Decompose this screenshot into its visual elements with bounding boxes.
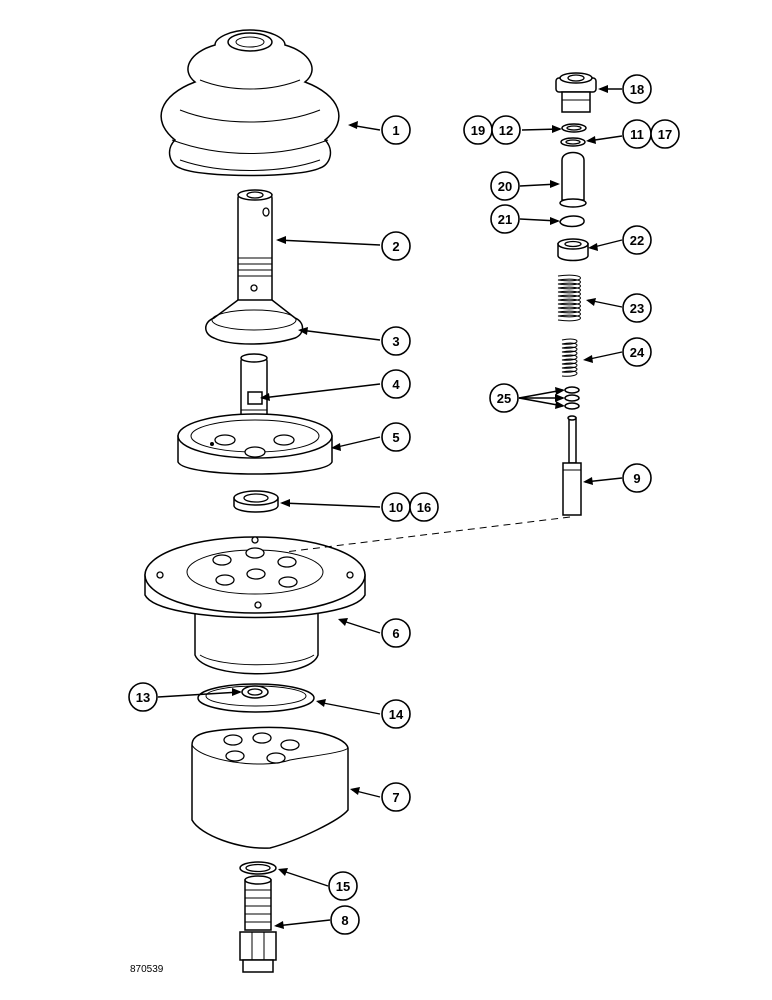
svg-text:17: 17 — [658, 127, 672, 142]
part-spool-9 — [562, 415, 582, 516]
part-housing-flange — [144, 536, 366, 675]
svg-text:8: 8 — [341, 913, 348, 928]
svg-text:13: 13 — [136, 690, 150, 705]
callout-6: 6 — [381, 618, 411, 648]
svg-text:21: 21 — [498, 212, 512, 227]
svg-text:7: 7 — [392, 790, 399, 805]
svg-text:12: 12 — [499, 123, 513, 138]
callout-1: 1 — [381, 115, 411, 145]
part-adapter-fitting — [239, 875, 277, 973]
leader-lines — [157, 85, 623, 929]
part-oring-13 — [241, 685, 269, 699]
svg-text:15: 15 — [336, 879, 350, 894]
callout-25: 25 — [489, 383, 519, 413]
part-oring-15 — [239, 861, 277, 875]
callout-10: 10 — [381, 492, 411, 522]
svg-text:25: 25 — [497, 391, 511, 406]
part-seal-washer — [233, 490, 279, 513]
callout-2: 2 — [381, 231, 411, 261]
part-pin-20 — [559, 151, 587, 208]
callout-5: 5 — [381, 422, 411, 452]
part-boot — [160, 29, 340, 177]
part-retainer-plate — [177, 413, 333, 475]
svg-text:5: 5 — [392, 430, 399, 445]
callout-24: 24 — [622, 337, 652, 367]
svg-text:1: 1 — [392, 123, 399, 138]
part-bushing-22 — [557, 238, 589, 262]
svg-text:22: 22 — [630, 233, 644, 248]
part-ring-19-12 — [561, 123, 587, 133]
callout-21: 21 — [490, 204, 520, 234]
svg-text:3: 3 — [392, 334, 399, 349]
figure-number: 870539 — [130, 964, 164, 975]
part-cap-18 — [555, 72, 597, 113]
callout-9: 9 — [622, 463, 652, 493]
svg-text:18: 18 — [630, 82, 644, 97]
callout-7: 7 — [381, 782, 411, 812]
svg-text:23: 23 — [630, 301, 644, 316]
part-washers-25 — [564, 386, 580, 410]
callout-23: 23 — [622, 293, 652, 323]
part-clip-21 — [559, 215, 585, 228]
assembly-line — [284, 516, 571, 553]
svg-text:11: 11 — [630, 127, 644, 142]
part-lever-shaft — [237, 189, 273, 306]
callout-14: 14 — [381, 699, 411, 729]
callout-8: 8 — [330, 905, 360, 935]
callout-13: 13 — [128, 682, 158, 712]
part-cone-plate — [205, 299, 304, 345]
svg-text:4: 4 — [392, 377, 400, 392]
callout-17: 17 — [650, 119, 680, 149]
part-ring-11-17 — [560, 137, 586, 147]
callout-4: 4 — [381, 369, 411, 399]
callout-20: 20 — [490, 171, 520, 201]
svg-text:16: 16 — [417, 500, 431, 515]
part-valve-body — [191, 726, 349, 849]
callout-19: 19 — [463, 115, 493, 145]
callout-18: 18 — [622, 74, 652, 104]
svg-text:20: 20 — [498, 179, 512, 194]
svg-text:10: 10 — [389, 500, 403, 515]
svg-text:6: 6 — [392, 626, 399, 641]
callout-15: 15 — [328, 871, 358, 901]
callout-16: 16 — [409, 492, 439, 522]
svg-text:19: 19 — [471, 123, 485, 138]
callout-11: 11 — [622, 119, 652, 149]
callout-12: 12 — [491, 115, 521, 145]
callout-22: 22 — [622, 225, 652, 255]
svg-text:24: 24 — [630, 345, 645, 360]
part-spring-24 — [561, 338, 578, 377]
part-spring-23 — [557, 274, 581, 322]
svg-text:2: 2 — [392, 239, 399, 254]
svg-text:9: 9 — [633, 471, 640, 486]
svg-text:14: 14 — [389, 707, 404, 722]
callout-3: 3 — [381, 326, 411, 356]
